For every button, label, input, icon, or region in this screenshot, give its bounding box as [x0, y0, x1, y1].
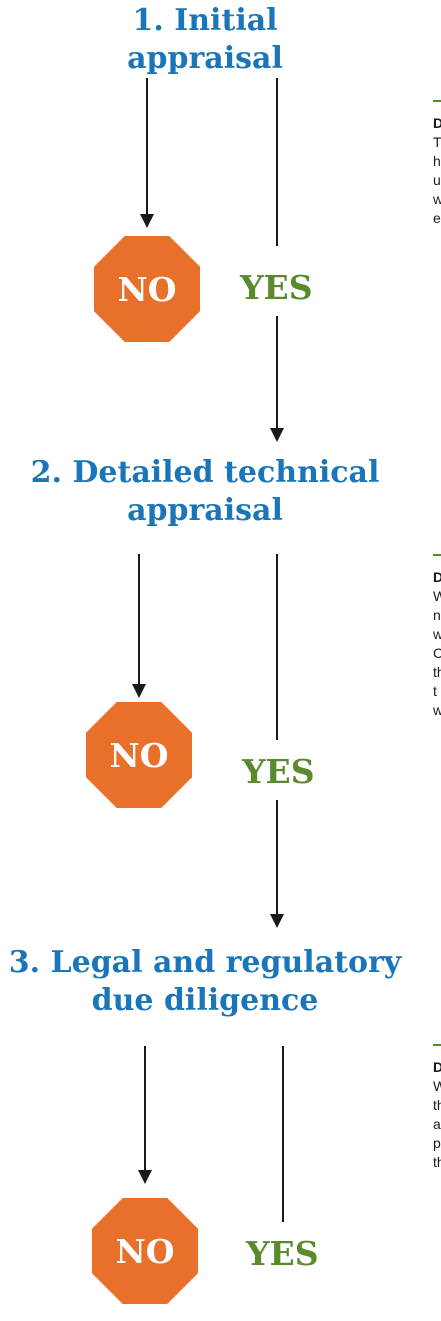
side-line: a: [433, 1116, 441, 1132]
side-line: e: [433, 210, 441, 226]
side-rule: [433, 1044, 441, 1046]
stage-3-yes-line: [282, 1046, 284, 1222]
stage-3-yes-label: YES: [246, 1234, 319, 1273]
side-line: w: [433, 702, 441, 718]
stage-1-title-line1: 1. Initial: [132, 3, 278, 38]
stage-1-side-text: D T h u w e: [433, 100, 441, 228]
stage-3-title: 3. Legal and regulatory due diligence: [0, 944, 410, 1020]
side-line: p: [433, 1135, 441, 1151]
stage-2-title-line1: 2. Detailed technical: [30, 455, 380, 490]
side-line: t: [433, 683, 437, 699]
side-line: u: [433, 172, 441, 188]
side-line: w: [433, 191, 441, 207]
stage-2-yes-line-top: [276, 554, 278, 740]
side-line: th: [433, 664, 441, 680]
stage-1-yes-line-top: [276, 78, 278, 246]
stage-3-title-line2: due diligence: [91, 983, 319, 1018]
stage-3-no-arrow: [138, 1046, 152, 1184]
stage-2-title: 2. Detailed technical appraisal: [0, 454, 410, 530]
stage-1-title-line2: appraisal: [127, 41, 283, 76]
side-rule: [433, 100, 441, 102]
stage-1-no-label: NO: [117, 269, 177, 309]
octagon-icon: [86, 702, 192, 808]
stage-1-yes-arrow: [270, 316, 284, 442]
stage-2-yes-arrow: [270, 800, 284, 928]
stage-1-stop-sign: NO: [94, 236, 200, 342]
stage-3-stop-sign: NO: [92, 1198, 198, 1304]
stage-2-title-line2: appraisal: [127, 493, 283, 528]
side-heading: D: [433, 115, 441, 131]
stage-2-stop-sign: NO: [86, 702, 192, 808]
side-rule: [433, 554, 441, 556]
octagon-icon: [92, 1198, 198, 1304]
side-line: th: [433, 1154, 441, 1170]
side-line: th: [433, 1097, 441, 1113]
stage-3-side-text: D W th a p th: [433, 1044, 441, 1172]
stage-2-no-label: NO: [109, 735, 169, 775]
side-line: h: [433, 153, 441, 169]
side-line: T: [433, 134, 441, 150]
stage-1-title: 1. Initial appraisal: [0, 2, 410, 78]
side-heading: D: [433, 569, 441, 585]
stage-3-title-line1: 3. Legal and regulatory: [8, 945, 402, 980]
side-heading: D: [433, 1059, 441, 1075]
side-line: n: [433, 607, 441, 623]
stage-2-no-arrow: [132, 554, 146, 698]
stage-2-yes-label: YES: [242, 752, 315, 791]
side-line: W: [433, 1078, 441, 1094]
side-line: W: [433, 588, 441, 604]
octagon-icon: [94, 236, 200, 342]
side-line: C: [433, 645, 441, 661]
stage-1-yes-label: YES: [240, 268, 313, 307]
stage-1-no-arrow: [140, 78, 154, 228]
stage-2-side-text: D W n w C th t w: [433, 554, 441, 720]
stage-3-no-label: NO: [115, 1231, 175, 1271]
side-line: w: [433, 626, 441, 642]
